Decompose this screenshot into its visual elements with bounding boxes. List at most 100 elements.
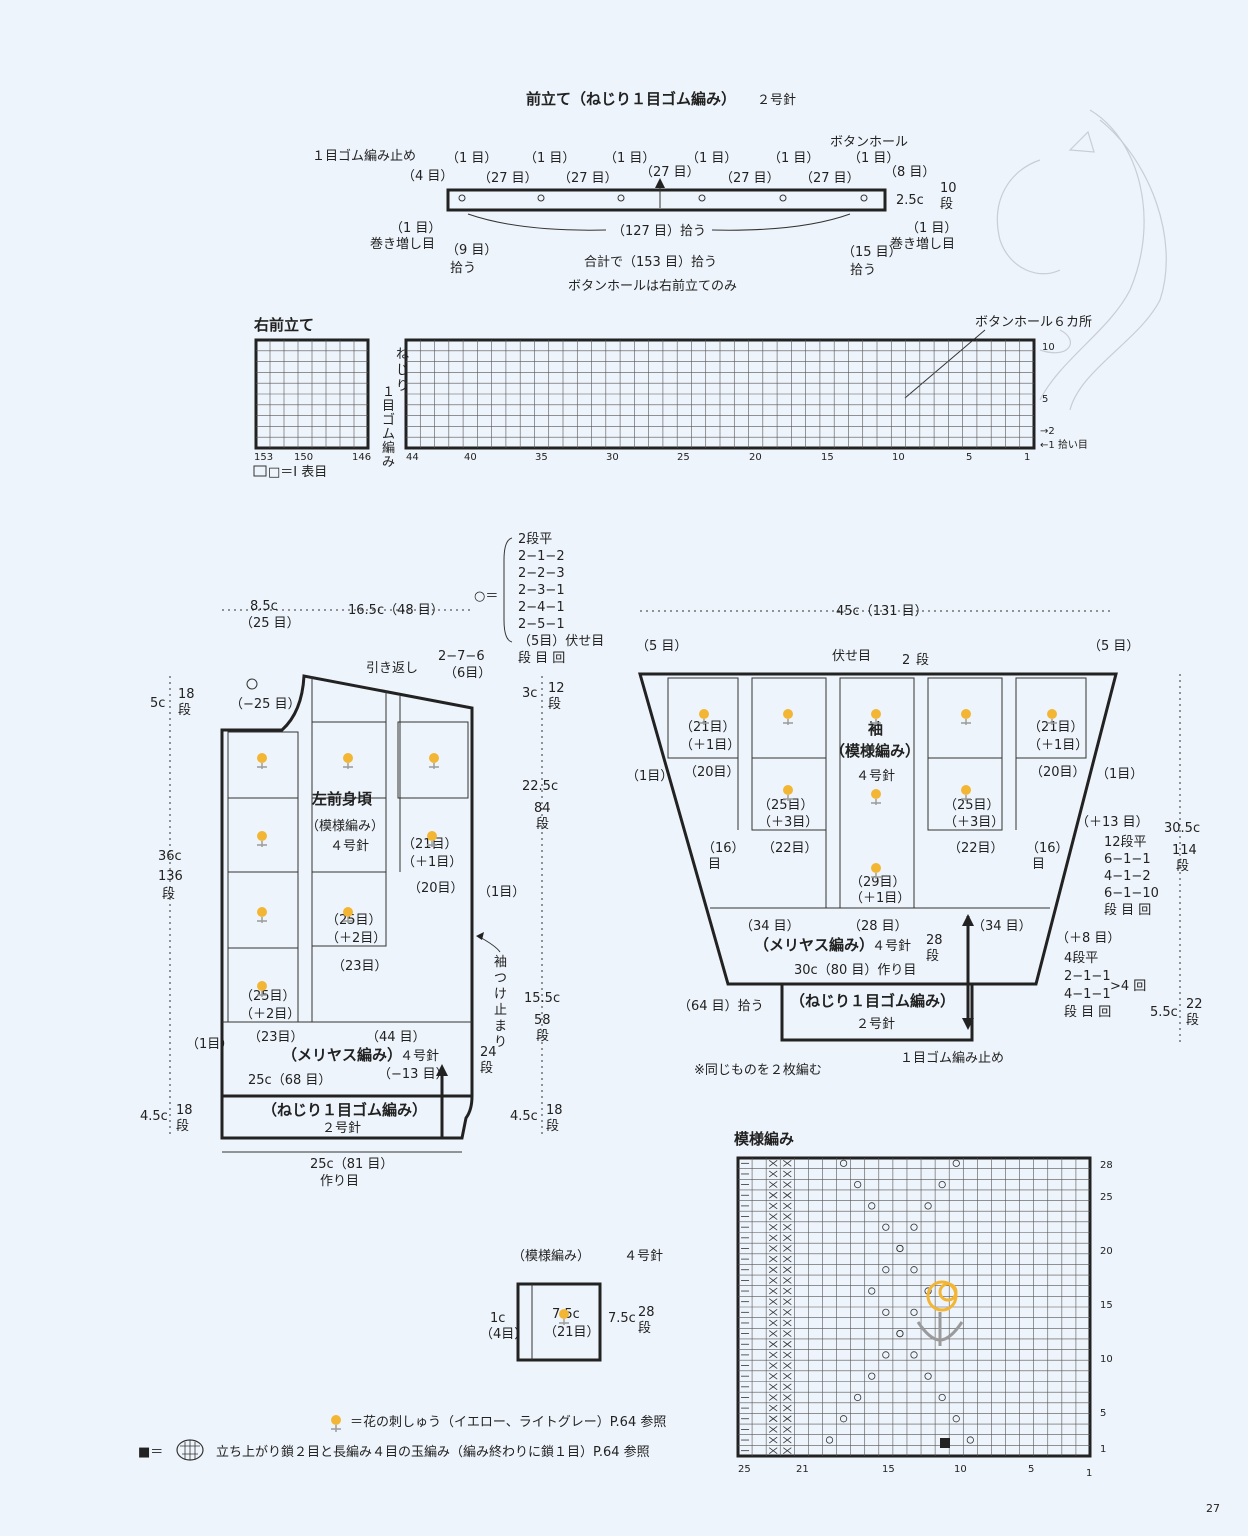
svg-text:（8 目）: （8 目） xyxy=(884,165,935,180)
svg-text:段: 段 xyxy=(536,1029,549,1044)
front-band-needle: ２号針 xyxy=(757,93,796,108)
svg-text:（1目）: （1目） xyxy=(186,1037,233,1052)
svg-text:（25目）: （25目） xyxy=(944,798,1000,813)
svg-text:段 目 回: 段 目 回 xyxy=(1064,1005,1111,1020)
svg-text:6−1−10: 6−1−10 xyxy=(1104,886,1159,901)
front-band-section: 前立て（ねじり１目ゴム編み） ２号針 １目ゴム編み止め ボタンホール （1 目）… xyxy=(312,90,957,294)
svg-text:18: 18 xyxy=(178,687,195,702)
flower-mark xyxy=(961,785,971,795)
flower-embroidery-marks xyxy=(257,709,1057,1325)
svg-text:（1 目）: （1 目） xyxy=(768,151,819,166)
left-front-title: 左前身頃 xyxy=(311,790,373,808)
flower-mark xyxy=(871,709,881,719)
svg-text:段: 段 xyxy=(546,1119,559,1134)
cross-mark xyxy=(768,1202,778,1210)
svg-text:（＋2目）: （＋2目） xyxy=(326,931,386,946)
svg-text:4.5c: 4.5c xyxy=(510,1109,538,1124)
yarn-over-mark xyxy=(910,1351,918,1359)
vertical-label-char: り xyxy=(396,379,409,394)
sleeve-stop-char: つ xyxy=(494,971,507,986)
cross-mark xyxy=(768,1415,778,1423)
sleeve-stop-char: け xyxy=(494,987,507,1002)
svg-text:４号針: ４号針 xyxy=(400,1049,439,1064)
svg-text:４号針: ４号針 xyxy=(856,769,895,784)
chart-flower-icon xyxy=(916,1280,964,1346)
svg-text:（6目）: （6目） xyxy=(444,666,491,681)
flower-mark xyxy=(961,709,971,719)
flower-stem xyxy=(257,917,267,923)
svg-text:段: 段 xyxy=(162,887,175,902)
sleeve-title: 袖 xyxy=(868,720,883,738)
cross-mark xyxy=(768,1191,778,1199)
svg-text:段: 段 xyxy=(536,817,549,832)
yarn-over-mark xyxy=(868,1202,876,1210)
cross-mark xyxy=(783,1436,792,1444)
yarn-over-mark xyxy=(839,1415,848,1423)
sleeve-stop-char: 袖 xyxy=(494,955,507,970)
svg-text:114: 114 xyxy=(1172,843,1197,858)
flower-mark xyxy=(783,785,793,795)
svg-text:25: 25 xyxy=(677,452,690,463)
flower-stem xyxy=(343,917,353,923)
svg-text:22: 22 xyxy=(1186,997,1203,1012)
svg-text:150: 150 xyxy=(294,452,313,463)
svg-text:2−2−3: 2−2−3 xyxy=(518,566,565,581)
svg-text:（模様編み）: （模様編み） xyxy=(830,742,920,760)
vertical-label-char: み xyxy=(382,455,395,470)
svg-text:（21目）: （21目） xyxy=(680,720,736,735)
svg-text:30: 30 xyxy=(606,452,619,463)
yarn-over-mark xyxy=(882,1351,890,1359)
svg-text:（21目）: （21目） xyxy=(544,1325,600,1340)
flower-mark xyxy=(257,981,267,991)
svg-text:10: 10 xyxy=(954,1464,967,1475)
flower-mark xyxy=(783,709,793,719)
svg-text:段 目 回: 段 目 回 xyxy=(1104,903,1151,918)
svg-text:（1 目）: （1 目） xyxy=(686,151,737,166)
flower-mark xyxy=(699,709,709,719)
cross-mark xyxy=(783,1426,792,1433)
svg-text:段: 段 xyxy=(940,197,953,212)
flower-mark xyxy=(343,907,353,917)
svg-text:（＋1目）: （＋1目） xyxy=(1028,738,1088,753)
svg-text:2段平: 2段平 xyxy=(518,532,552,547)
yarn-over-mark xyxy=(839,1159,848,1167)
cross-mark xyxy=(768,1340,778,1348)
svg-text:（−25 目）: （−25 目） xyxy=(230,697,301,712)
svg-text:44: 44 xyxy=(406,452,419,463)
yarn-over-mark xyxy=(882,1266,890,1274)
svg-text:（＋1目）: （＋1目） xyxy=(402,855,462,870)
cross-mark xyxy=(783,1319,792,1327)
svg-text:（25 目）: （25 目） xyxy=(240,616,300,631)
flower-mark xyxy=(1047,709,1057,719)
cross-mark xyxy=(783,1223,792,1231)
svg-text:18: 18 xyxy=(176,1103,193,1118)
cross-mark xyxy=(783,1191,792,1199)
svg-text:（1目）: （1目） xyxy=(1096,767,1143,782)
svg-text:146: 146 xyxy=(352,452,371,463)
svg-text:←1 拾い目: ←1 拾い目 xyxy=(1040,438,1088,451)
cross-mark xyxy=(768,1181,778,1188)
right-band-legend: □＝Ⅰ 表目 xyxy=(268,465,327,480)
left-front-body: 8.5c （25 目） 16.5c（48 目） 引き返し 2−7−6 （6目） … xyxy=(140,599,565,1189)
cross-mark xyxy=(783,1351,792,1359)
yarn-over-mark xyxy=(938,1181,946,1189)
vertical-label-char: ム xyxy=(382,427,395,442)
cross-mark xyxy=(783,1213,792,1220)
svg-text:24: 24 xyxy=(480,1045,497,1060)
yarn-over-mark xyxy=(854,1181,862,1189)
cross-mark xyxy=(768,1223,778,1231)
swatch-section: （模様編み） ４号針 1c （4目） 7.5c （21目） 7.5c 28 段 xyxy=(480,1248,663,1362)
vertical-label-char: 編 xyxy=(382,440,395,456)
cross-mark xyxy=(768,1245,778,1252)
svg-text:巻き増し目: 巻き増し目 xyxy=(890,237,955,252)
svg-text:1c: 1c xyxy=(490,1311,505,1326)
svg-text:（＋3目）: （＋3目） xyxy=(758,815,818,830)
svg-text:5: 5 xyxy=(1100,1408,1106,1419)
neck-shaping-note: ○＝ 2段平 2−1−2 2−2−3 2−3−1 2−4−1 2−5−1 （5目… xyxy=(474,532,604,666)
cross-mark xyxy=(768,1426,778,1433)
svg-text:（1 目）: （1 目） xyxy=(604,151,655,166)
svg-text:段: 段 xyxy=(1186,1013,1199,1028)
svg-text:■＝: ■＝ xyxy=(138,1445,163,1460)
flower-stem xyxy=(961,719,971,725)
